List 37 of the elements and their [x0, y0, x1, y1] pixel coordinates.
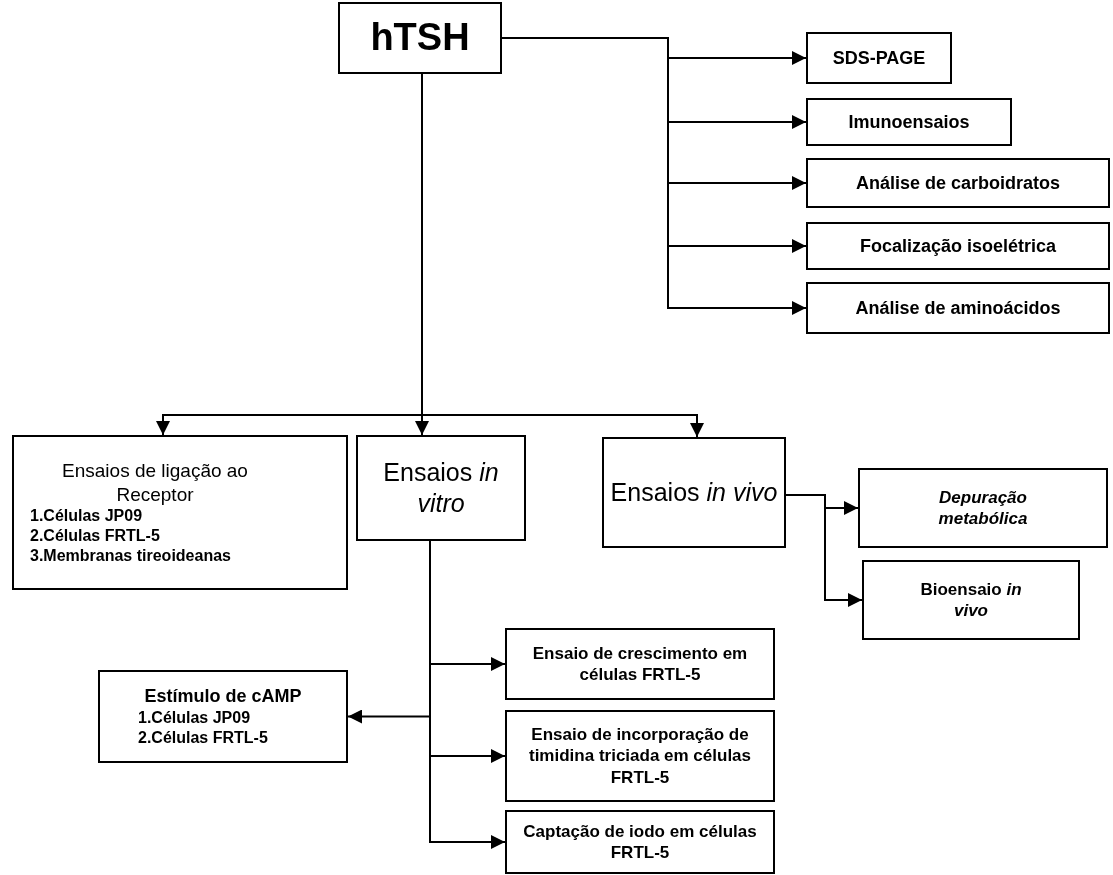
box-title: Ensaio de incorporação de timidina triciada em células FRTL-5 — [528, 724, 752, 788]
box-title: hTSH — [370, 15, 470, 61]
process-box — [806, 282, 1110, 334]
box-title: Ensaios de ligação ao Receptor — [61, 458, 249, 507]
process-box — [98, 670, 348, 763]
process-box — [505, 628, 775, 700]
box-title: Ensaios in vivo — [610, 476, 778, 508]
process-box — [505, 810, 775, 874]
arrow — [785, 494, 863, 607]
box-title: Estímulo de cAMP — [144, 685, 302, 708]
box-title: Depuração metabólica — [937, 486, 1029, 530]
box-title: Bioensaio in vivo — [919, 578, 1023, 622]
box-title: Análise de aminoácidos — [855, 296, 1061, 320]
list-item: 3.Membranas tireoideanas — [30, 546, 231, 567]
process-box — [858, 468, 1108, 548]
process-box — [806, 158, 1110, 208]
process-box — [602, 437, 786, 548]
process-box — [806, 32, 952, 84]
list-item: 2.Células FRTL-5 — [30, 526, 160, 547]
process-box — [806, 222, 1110, 270]
box-title: Captação de iodo em células FRTL-5 — [522, 820, 758, 864]
list-item: 1.Células JP09 — [30, 506, 143, 527]
box-title: Análise de carboidratos — [855, 171, 1061, 195]
process-box — [862, 560, 1080, 640]
box-title: Ensaios in vitro — [382, 456, 500, 519]
process-box — [505, 710, 775, 802]
arrow — [347, 540, 431, 724]
box-title: Ensaio de crescimento em células FRTL-5 — [531, 642, 749, 686]
list-item: 2.Células FRTL-5 — [138, 727, 269, 748]
process-box — [806, 98, 1012, 146]
box-title: Focalização isoelétrica — [859, 234, 1057, 258]
list-item: 1.Células JP09 — [138, 707, 252, 728]
box-title: Imunoensaios — [848, 110, 970, 134]
process-box — [356, 435, 526, 541]
process-box — [12, 435, 348, 590]
box-title: SDS-PAGE — [832, 46, 926, 70]
process-box — [338, 2, 502, 74]
